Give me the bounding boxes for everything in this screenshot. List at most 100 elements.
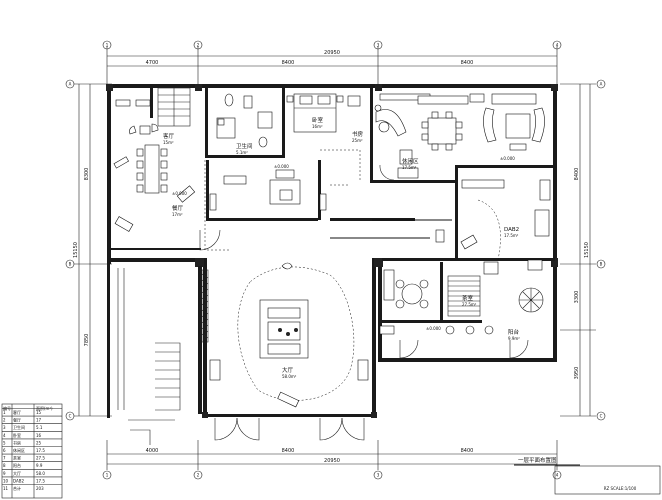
level-mark-1: ±0.000 [172, 191, 187, 196]
legend-row-number: 2 [3, 418, 6, 423]
room-f-name: 休闲区 [402, 157, 419, 165]
legend-row-number: 7 [3, 456, 6, 461]
legend-row-name: 茶室 [13, 455, 21, 461]
room-j-name: 大厅 [282, 366, 294, 374]
legend-row-name: 卫生间 [13, 424, 25, 430]
top-dim-overall: 20950 [324, 50, 340, 56]
legend-row-area: 5.1 [36, 425, 43, 430]
left-dim-seg2: 7850 [84, 334, 90, 347]
legend-row-number: 6 [3, 448, 6, 453]
legend-row-area: 17 [36, 418, 42, 423]
living-sofa-set [469, 93, 545, 151]
room-a-name: 客厅 [163, 132, 175, 140]
legend-row-name: 大厅 [13, 470, 21, 476]
legend-row-area: 25 [36, 440, 42, 445]
grid-bubble-3-bottom: 3 [377, 473, 380, 478]
left-dim-seg1: 8300 [84, 168, 90, 181]
legend-row-area: 9.9 [36, 463, 43, 468]
left-dimension-chain: 15150 8300 7850 A B C [65, 79, 112, 421]
legend-row-number: 9 [3, 471, 6, 476]
left-dim-overall: 15150 [73, 242, 79, 258]
bathroom-fixtures [216, 93, 273, 148]
grid-bubble-1-bottom: 1 [106, 473, 109, 478]
room-d-area: 16m² [312, 124, 323, 129]
grid-bubble-3-top: 3 [377, 43, 380, 48]
stair-middle [447, 261, 499, 317]
right-dimension-chain: 15150 8400 3300 3950 A B C [560, 79, 606, 421]
title-block: 一层平面布置图 RZ SCALE:1/100 [514, 456, 661, 495]
legend-row-name: 合计 [13, 485, 21, 491]
hatched-wall [201, 269, 209, 343]
level-mark-2: ±0.000 [500, 156, 515, 161]
bottom-dim-overall: 20950 [324, 458, 340, 464]
corridor-desk [204, 149, 361, 251]
legend-row-name: 卧室 [13, 432, 21, 438]
room-i-area: 9.9m² [508, 336, 520, 341]
legend-row-area: 58.0 [36, 471, 45, 476]
legend-row-name: 阳台 [13, 462, 21, 468]
legend-row-name: DAB2 [13, 478, 24, 483]
room-labels: 客厅 15m² 餐厅 17m² 卫生间 5.1m² 卧室 16m² 书房 25m… [163, 116, 520, 379]
tea-table [383, 269, 429, 309]
bottom-dim-seg1: 4000 [146, 448, 159, 454]
interior-walls [111, 88, 555, 414]
legend-row-number: 1 [3, 410, 6, 415]
grid-bubble-2-top: 2 [197, 43, 200, 48]
room-c-area: 5.1m² [236, 150, 248, 155]
exterior-walls [106, 84, 558, 418]
stair-exterior [117, 268, 181, 445]
corner-table [113, 99, 196, 232]
level-mark-3: ±0.000 [426, 326, 441, 331]
grid-bubble-4-top: 4 [556, 43, 559, 48]
grid-bubble-a-left: A [69, 82, 72, 87]
legend-row-area: 17.5 [36, 448, 45, 453]
legend-row-name: 书房 [13, 439, 21, 445]
grid-bubble-c-right: C [600, 414, 603, 419]
room-e-area: 25m² [352, 138, 363, 143]
door-swings [199, 164, 529, 359]
legend-row-area: 203 [36, 486, 44, 491]
legend-row-number: 10 [3, 478, 9, 483]
right-dim-seg2: 3300 [574, 291, 580, 304]
top-dim-seg2: 8400 [282, 60, 295, 66]
room-b-area: 17m² [172, 212, 183, 217]
plan-title: 一层平面布置图 [518, 456, 557, 464]
grid-bubble-b-right: B [600, 262, 603, 267]
room-g-name: DAB2 [504, 227, 519, 233]
bottom-dim-seg3: 8400 [461, 448, 474, 454]
grid-bubble-1-top: 1 [106, 43, 109, 48]
top-dim-seg3: 8400 [461, 60, 474, 66]
room-h-name: 茶室 [462, 294, 474, 302]
scale-text: RZ SCALE:1/100 [604, 486, 637, 491]
room-j-area: 58.0m² [282, 374, 297, 379]
legend-row-name: 客厅 [13, 409, 21, 415]
right-dim-overall: 15150 [584, 242, 590, 258]
legend-row-number: 4 [3, 433, 6, 438]
bottom-dimension-chain: 4000 8400 8400 20950 1 2 3 4 [102, 440, 562, 480]
legend-header-area: 面积(m²) [36, 405, 53, 411]
legend-row-area: 17.5 [36, 478, 45, 483]
grid-bubble-c-left: C [69, 414, 72, 419]
legend-row-area: 27.5 [36, 456, 45, 461]
legend-row-area: 16 [36, 433, 42, 438]
legend-row-number: 3 [3, 425, 6, 430]
bedroom-bed [286, 93, 361, 133]
legend-row-number: 11 [3, 486, 9, 491]
grid-bubble-2-bottom: 2 [197, 473, 200, 478]
dining-right [399, 95, 469, 165]
right-dim-seg1: 8400 [574, 168, 580, 181]
grid-bubble-b-left: B [69, 262, 72, 267]
legend-row-number: 8 [3, 463, 6, 468]
legend-row-area: 15 [36, 410, 42, 415]
hall-center-furniture [209, 262, 369, 441]
balcony-plant [379, 287, 544, 335]
level-mark-4: ±0.000 [274, 164, 289, 169]
room-b-name: 餐厅 [172, 204, 184, 212]
study-desk [374, 93, 431, 137]
legend-row-name: 餐厅 [13, 417, 21, 423]
room-d-name: 卧室 [312, 116, 324, 124]
top-dimension-chain: 20950 4700 8400 8400 1 2 3 4 [102, 40, 562, 88]
top-dim-seg1: 4700 [146, 60, 159, 66]
